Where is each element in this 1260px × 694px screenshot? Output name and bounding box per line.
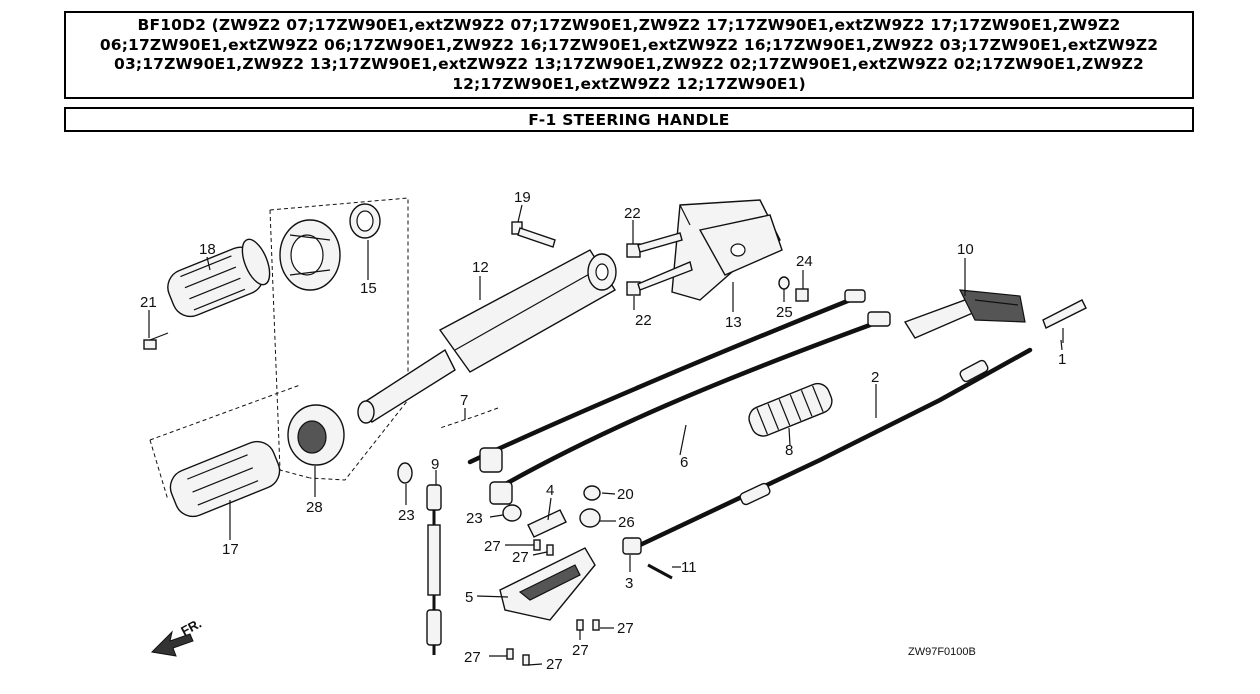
switch-10-part (903, 289, 1026, 339)
callout-3: 3 (625, 575, 633, 592)
bolt-19-part (511, 221, 556, 248)
callout-10: 10 (957, 241, 974, 258)
callout-27f: 27 (546, 656, 563, 673)
washer-25-part (778, 276, 790, 290)
grip-17-part (169, 440, 281, 518)
callout-12: 12 (472, 259, 489, 276)
callout-2: 2 (871, 369, 879, 386)
joint-3-part (622, 537, 642, 555)
callout-17: 17 (222, 541, 239, 558)
callout-6: 6 (680, 454, 688, 471)
callout-23b: 23 (466, 510, 483, 527)
bracket-13-part (671, 199, 783, 301)
bolt-22-lower-part (626, 261, 693, 296)
callout-27a: 27 (484, 538, 501, 555)
bolt-22-upper-part (626, 232, 683, 258)
model-title: BF10D2 (ZW9Z2 07;17ZW90E1,extZW9Z2 07;17… (99, 16, 1159, 93)
callout-21: 21 (140, 294, 157, 311)
callout-27e: 27 (464, 649, 481, 666)
section-title-box: F-1 STEERING HANDLE (64, 107, 1194, 132)
callout-8: 8 (785, 442, 793, 459)
drawing-code: ZW97F0100B (908, 646, 976, 658)
throttle-drum-part (279, 219, 341, 291)
screw-21-part (143, 332, 169, 350)
throttle-grip-part (167, 238, 271, 318)
callout-26: 26 (618, 514, 635, 531)
clip-1-part (1042, 299, 1087, 329)
callout-19: 19 (514, 189, 531, 206)
throttle-cable-2-part (637, 347, 1033, 548)
tray-5-part (499, 547, 596, 621)
callout-4: 4 (546, 482, 554, 499)
control-rod-9-part (426, 484, 442, 655)
callout-13: 13 (725, 314, 742, 331)
callout-27c: 27 (572, 642, 589, 659)
callout-22a: 22 (624, 205, 641, 222)
callout-leader-lines (148, 204, 1064, 666)
callout-labels: 1 2 3 4 5 6 7 8 9 10 11 12 13 15 17 18 1… (140, 189, 1066, 673)
callout-18: 18 (199, 241, 216, 258)
plate-4-part (527, 509, 567, 538)
front-indicator-label: FR. (178, 616, 204, 639)
sleeve-8-part (748, 382, 833, 437)
callout-23a: 23 (398, 507, 415, 524)
washer-23-part (397, 462, 522, 522)
front-arrow-icon: FR. (150, 616, 204, 657)
callout-24: 24 (796, 253, 813, 270)
callout-27b: 27 (512, 549, 529, 566)
callout-9: 9 (431, 456, 439, 473)
callout-5: 5 (465, 589, 473, 606)
callout-22b: 22 (635, 312, 652, 329)
callout-11: 11 (681, 559, 697, 576)
steering-handle-12-part (357, 249, 617, 424)
wire-harness-6-part (467, 289, 891, 505)
callout-20: 20 (617, 486, 634, 503)
nut-24-part (795, 288, 809, 302)
throttle-drum-28-part (287, 404, 345, 466)
clamp-26-part (579, 508, 601, 528)
callout-25: 25 (776, 304, 793, 321)
callout-1: 1 (1058, 351, 1066, 368)
section-title: F-1 STEERING HANDLE (528, 110, 730, 129)
callout-15: 15 (360, 280, 377, 297)
callout-28: 28 (306, 499, 323, 516)
model-title-box: BF10D2 (ZW9Z2 07;17ZW90E1,extZW9Z2 07;17… (64, 11, 1194, 99)
callout-7: 7 (460, 392, 468, 409)
ring-15-part (349, 203, 381, 239)
bolt-20-part (583, 485, 601, 501)
pin-11-part (647, 563, 673, 580)
callout-27d: 27 (617, 620, 634, 637)
